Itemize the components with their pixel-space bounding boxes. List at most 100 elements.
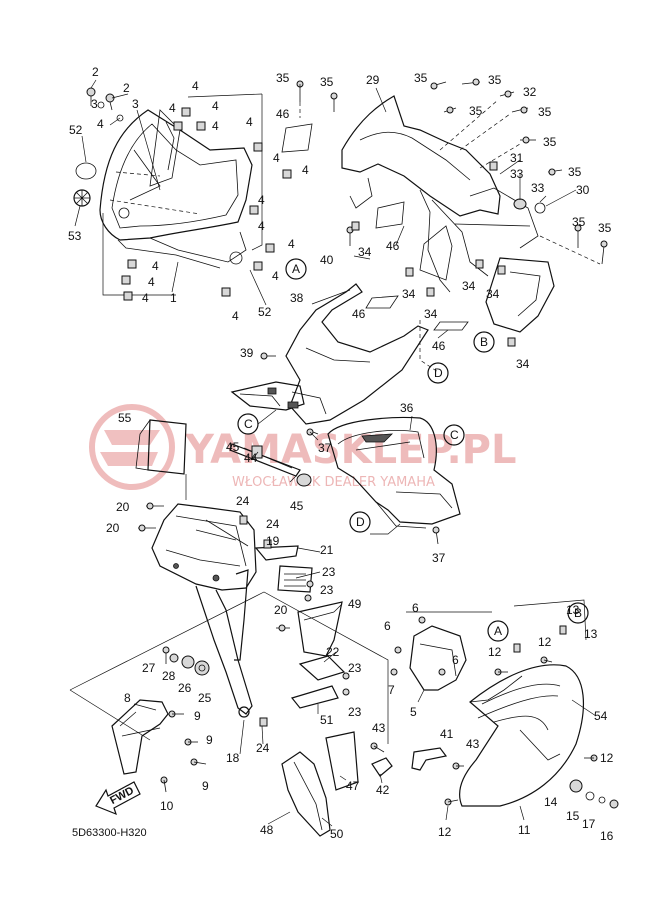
part-number-labels: 2 2 3 3 4 52 53 4 4 4 4 4 4 4 4 4 4 4 4 …: [68, 65, 614, 843]
part-number: 51: [320, 713, 334, 727]
side-cover-right-group: [390, 599, 619, 809]
part-number: 13: [584, 627, 598, 641]
part-number: 27: [142, 661, 156, 675]
part-number: 37: [318, 441, 332, 455]
part-number: 44: [244, 451, 258, 465]
front-cowling-group: [73, 87, 292, 301]
part-number: 12: [538, 635, 552, 649]
clip-icon: [351, 161, 516, 347]
part-number: 3: [132, 97, 139, 111]
part-number: 33: [510, 167, 524, 181]
part-number: 35: [538, 105, 552, 119]
screw-icon: [296, 78, 608, 265]
callout-d-label: D: [356, 515, 365, 529]
part-number: 4: [232, 309, 239, 323]
part-number: 35: [488, 73, 502, 87]
part-number: 4: [192, 79, 199, 93]
part-number: 35: [469, 104, 483, 118]
part-number: 36: [400, 401, 414, 415]
part-number: 4: [212, 99, 219, 113]
part-number: 35: [543, 135, 557, 149]
decal-group: [135, 419, 312, 500]
under-cover-group: [230, 283, 429, 425]
part-number: 34: [424, 307, 438, 321]
part-number: 10: [160, 799, 174, 813]
part-number: 16: [600, 829, 614, 843]
part-number: 15: [566, 809, 580, 823]
part-number: 4: [258, 219, 265, 233]
part-number: 4: [246, 115, 253, 129]
part-number: 20: [116, 500, 130, 514]
part-number: 4: [273, 151, 280, 165]
part-number: 45: [290, 499, 304, 513]
part-number: 43: [372, 721, 386, 735]
part-number: 6: [384, 619, 391, 633]
part-number: 4: [169, 101, 176, 115]
part-number: 46: [352, 307, 366, 321]
part-number: 55: [118, 411, 132, 425]
part-number: 34: [486, 287, 500, 301]
emblem-sticker-icon: [75, 162, 97, 180]
part-number: 4: [272, 269, 279, 283]
part-number: 9: [202, 779, 209, 793]
grommet-icon: [513, 198, 546, 214]
watermark: YAMASKLEP.PL WŁOCŁAWIEK DEALER YAMAHA: [89, 404, 516, 490]
part-number: 11: [518, 823, 531, 837]
part-number: 20: [274, 603, 288, 617]
leg-shield-group: [138, 502, 350, 727]
part-number: 2: [123, 81, 130, 95]
part-number: 37: [432, 551, 446, 565]
screw-icon: [86, 87, 124, 122]
part-number: 46: [386, 239, 400, 253]
part-number: 12: [600, 751, 614, 765]
part-number: 26: [178, 681, 192, 695]
inner-panel-group: [281, 78, 608, 373]
part-number: 34: [402, 287, 416, 301]
part-number: 4: [212, 119, 219, 133]
part-number: 13: [566, 603, 580, 617]
part-number: 3: [91, 97, 98, 111]
part-number: 32: [523, 85, 537, 99]
part-number: 22: [326, 645, 340, 659]
part-number: 35: [568, 165, 582, 179]
part-number: 6: [452, 653, 459, 667]
emblem-icon: [73, 189, 91, 207]
part-number: 6: [412, 601, 419, 615]
part-number: 52: [69, 123, 83, 137]
part-number: 23: [322, 565, 336, 579]
part-number: 24: [266, 517, 280, 531]
part-number: 35: [320, 75, 334, 89]
part-number: 34: [358, 245, 372, 259]
part-number: 8: [124, 691, 131, 705]
side-cover-group: [306, 416, 461, 545]
callout-b-label: B: [574, 606, 582, 620]
part-number: 1: [170, 291, 177, 305]
footboard-group: [69, 591, 464, 837]
part-number: 4: [258, 193, 265, 207]
part-number: 46: [432, 339, 446, 353]
part-number: 23: [348, 661, 362, 675]
callout-markers: A B D C C D A B: [237, 258, 589, 642]
callout-b-label: B: [480, 335, 488, 349]
part-number: 42: [376, 783, 390, 797]
part-number: 4: [288, 237, 295, 251]
part-number: 29: [366, 73, 380, 87]
part-number: 2: [92, 65, 99, 79]
part-number: 31: [510, 151, 524, 165]
part-number: 12: [438, 825, 452, 839]
part-number: 9: [206, 733, 213, 747]
part-number: 4: [152, 259, 159, 273]
part-number: 20: [106, 521, 120, 535]
callout-c-label: C: [450, 428, 459, 442]
part-number: 5: [410, 705, 417, 719]
part-number: 30: [576, 183, 590, 197]
part-number: 45: [226, 440, 240, 454]
part-number: 43: [466, 737, 480, 751]
clip-icon: [121, 107, 292, 301]
part-number: 34: [462, 279, 476, 293]
callout-d-label: D: [434, 366, 443, 380]
part-number: 48: [260, 823, 274, 837]
part-number: 35: [598, 221, 612, 235]
part-number: 35: [414, 71, 428, 85]
